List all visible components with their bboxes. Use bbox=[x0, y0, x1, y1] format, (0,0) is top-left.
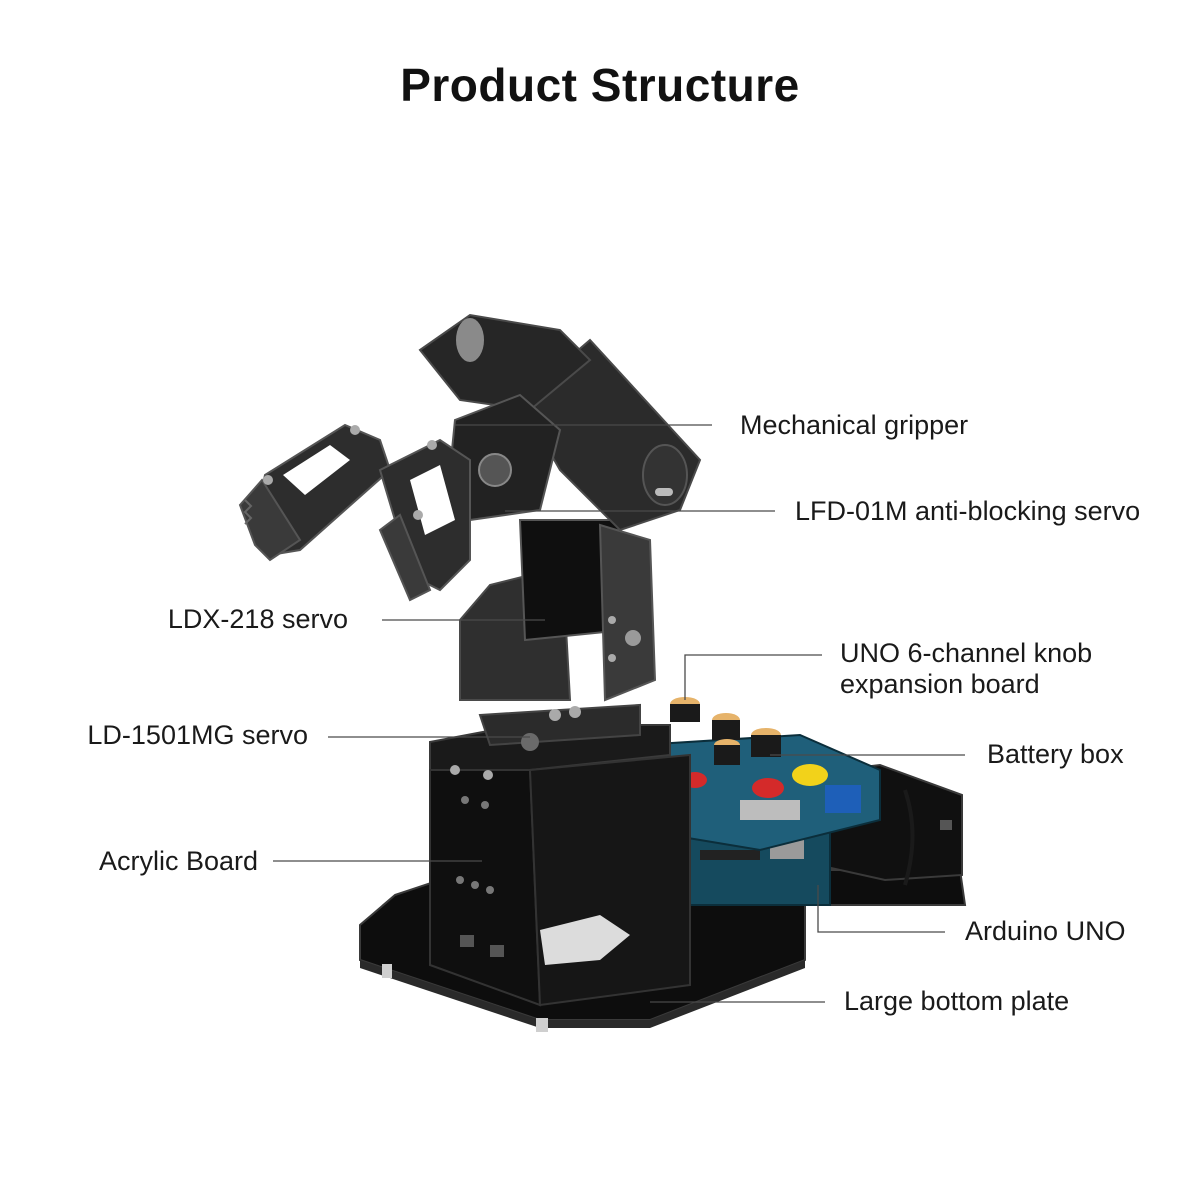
ldx-218-servo bbox=[459, 519, 657, 702]
leader-line-arduino-uno bbox=[817, 885, 945, 933]
label-ldx-218-servo: LDX-218 servo bbox=[167, 604, 348, 634]
label-battery-box: Battery box bbox=[987, 739, 1124, 769]
label-mechanical-gripper: Mechanical gripper bbox=[740, 410, 969, 440]
acrylic-board bbox=[429, 724, 691, 1007]
leader-line-expansion-board bbox=[684, 654, 822, 700]
label-lfd-01m-servo: LFD-01M anti-blocking servo bbox=[795, 496, 1141, 526]
label-ld-1501mg-servo: LD-1501MG servo bbox=[87, 720, 308, 750]
label-arduino-uno: Arduino UNO bbox=[965, 916, 1126, 946]
page-title: Product Structure bbox=[400, 59, 800, 111]
arm-links bbox=[418, 313, 702, 532]
label-uno-expansion-board: UNO 6-channel knob expansion board bbox=[840, 638, 1093, 699]
label-acrylic-board: Acrylic Board bbox=[98, 846, 258, 876]
terminal-block bbox=[825, 785, 861, 813]
leader-lines bbox=[273, 424, 965, 1003]
label-large-bottom-plate: Large bottom plate bbox=[844, 986, 1070, 1016]
ld-1501mg-servo bbox=[478, 703, 641, 751]
mechanical-gripper bbox=[238, 423, 471, 602]
knob-pots bbox=[670, 697, 781, 765]
